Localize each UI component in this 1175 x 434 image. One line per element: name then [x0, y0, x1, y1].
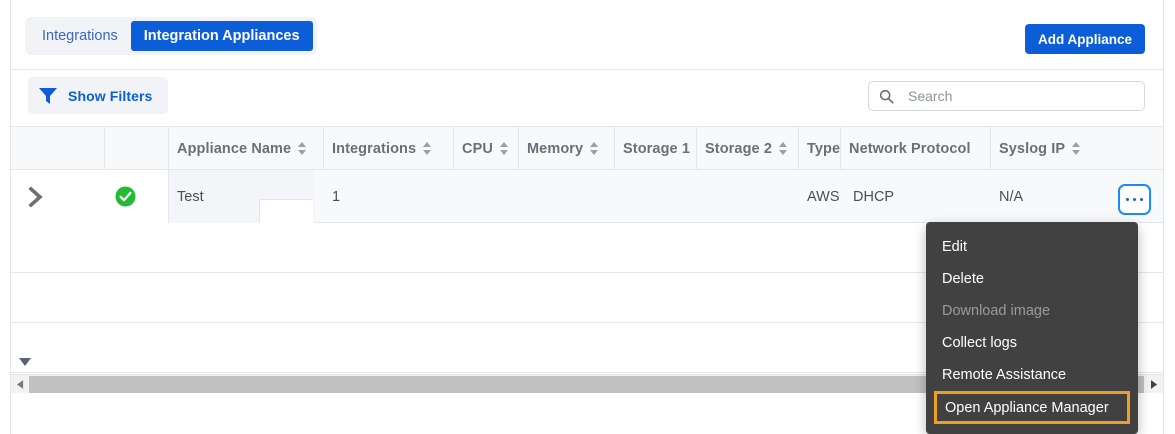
cell-syslog-ip: N/A [999, 188, 1024, 205]
th-storage-2-label: Storage 2 [705, 140, 772, 157]
th-storage-1-label: Storage 1 [623, 140, 690, 157]
cell-storage-2 [697, 170, 799, 223]
search-box[interactable] [868, 81, 1145, 111]
th-expander [11, 127, 105, 170]
cell-cpu [454, 170, 519, 223]
row-context-menu: Edit Delete Download image Collect logs … [926, 222, 1138, 434]
context-menu-item-download-image: Download image [942, 303, 1051, 319]
sort-icon [590, 142, 599, 155]
filter-bar: Show Filters [11, 70, 1163, 127]
th-syslog-ip[interactable]: Syslog IP [991, 127, 1163, 170]
context-menu-item-edit[interactable]: Edit [942, 239, 967, 255]
table-row[interactable]: Test 1 AWS DHCP N/A [11, 170, 1163, 223]
kebab-dot [1132, 197, 1137, 202]
th-storage-2[interactable]: Storage 2 [697, 127, 799, 170]
sort-icon [298, 142, 307, 155]
cell-type: AWS [807, 188, 840, 205]
add-appliance-button[interactable]: Add Appliance [1024, 24, 1145, 54]
panel-left-border [10, 0, 11, 434]
triangle-right-icon[interactable] [1145, 375, 1163, 393]
show-filters-label: Show Filters [68, 87, 153, 104]
tab-bar: Integrations Integration Appliances Add … [11, 0, 1163, 70]
kebab-dot [1139, 197, 1144, 202]
check-circle-icon [115, 186, 136, 207]
th-status [105, 127, 169, 170]
funnel-icon [38, 87, 58, 105]
row-name-notch [259, 199, 313, 223]
th-appliance-name[interactable]: Appliance Name [169, 127, 324, 170]
th-network-protocol[interactable]: Network Protocol [841, 127, 991, 170]
cell-appliance-name: Test [177, 188, 204, 205]
search-input[interactable] [908, 83, 1144, 109]
cell-memory [519, 170, 615, 223]
tab-integration-appliances[interactable]: Integration Appliances [130, 21, 313, 51]
triangle-down-icon[interactable] [19, 353, 31, 366]
kebab-dot [1125, 197, 1130, 202]
tab-integrations-label: Integrations [42, 28, 118, 44]
cell-integrations: 1 [332, 188, 341, 205]
th-type-label: Type [807, 140, 841, 157]
horizontal-scrollbar[interactable] [11, 374, 1163, 393]
kebab-menu-icon[interactable] [1118, 184, 1151, 215]
th-storage-1[interactable]: Storage 1 [615, 127, 697, 170]
th-integrations[interactable]: Integrations [324, 127, 454, 170]
th-memory[interactable]: Memory [519, 127, 615, 170]
th-appliance-name-label: Appliance Name [177, 140, 292, 157]
cell-storage-1 [615, 170, 697, 223]
tab-integration-appliances-label: Integration Appliances [143, 28, 300, 44]
th-cpu[interactable]: CPU [454, 127, 519, 170]
context-menu-item-remote-assistance[interactable]: Remote Assistance [942, 367, 1067, 383]
tab-integrations[interactable]: Integrations [29, 21, 131, 51]
table-header-row: Appliance Name Integrations CPU Memory [11, 127, 1163, 170]
search-icon [879, 89, 894, 104]
sort-icon [1072, 142, 1081, 155]
cell-network-protocol: DHCP [853, 188, 895, 205]
context-menu-item-open-appliance-manager[interactable]: Open Appliance Manager [934, 391, 1130, 424]
context-menu-item-collect-logs[interactable]: Collect logs [942, 335, 1017, 351]
th-type[interactable]: Type [799, 127, 841, 170]
tab-group: Integrations Integration Appliances [25, 17, 317, 55]
context-menu-item-delete[interactable]: Delete [942, 271, 984, 287]
th-cpu-label: CPU [462, 140, 493, 157]
sort-icon [499, 142, 508, 155]
show-filters-button[interactable]: Show Filters [28, 77, 169, 114]
panel-right-border [1163, 0, 1164, 434]
th-syslog-ip-label: Syslog IP [999, 140, 1066, 157]
sort-icon [778, 142, 787, 155]
chevron-right-icon[interactable] [23, 184, 49, 210]
triangle-left-icon[interactable] [11, 375, 29, 393]
scrollbar-thumb[interactable] [29, 376, 1144, 393]
sort-icon [423, 142, 432, 155]
th-network-protocol-label: Network Protocol [849, 140, 971, 157]
th-integrations-label: Integrations [332, 140, 417, 157]
th-memory-label: Memory [527, 140, 584, 157]
